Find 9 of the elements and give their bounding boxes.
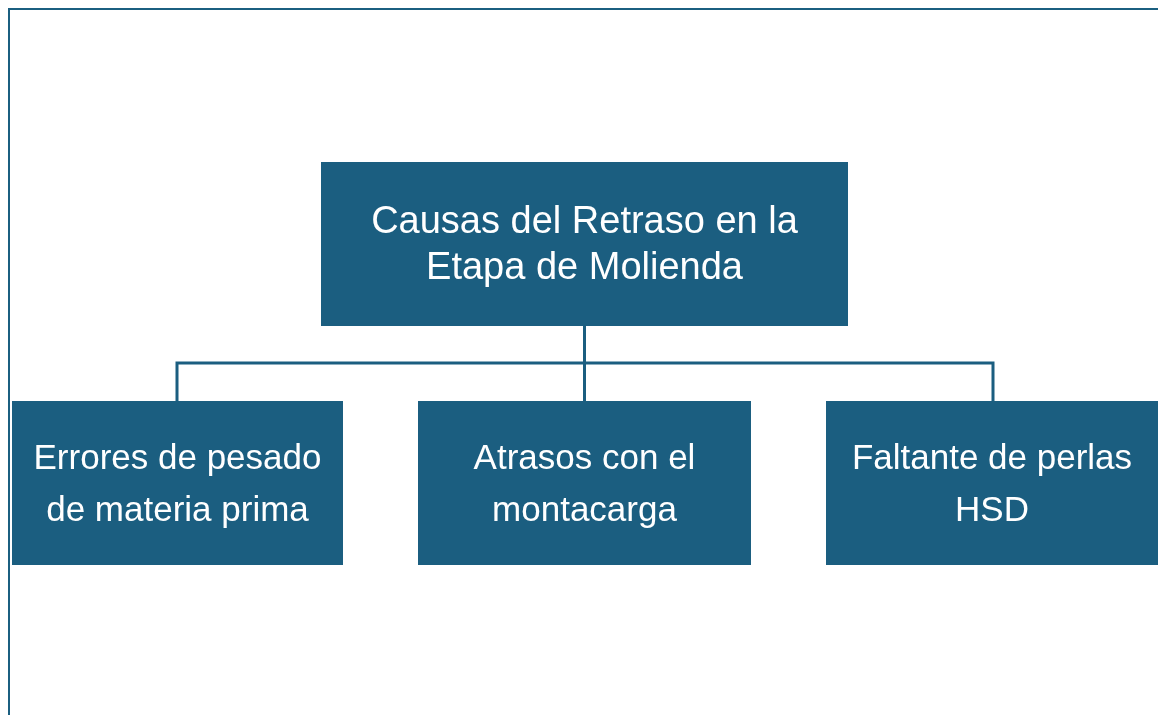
cause-label: Errores de pesado de materia prima <box>32 435 323 530</box>
cause-box <box>826 401 1158 565</box>
connector-line <box>583 326 995 401</box>
cause-label: Faltante de perlas HSD <box>850 435 1134 530</box>
cause-box <box>12 401 343 565</box>
cause-label: Atrasos con el montacarga <box>472 435 697 530</box>
root-title: Causas del Retraso en la Etapa de Molienda <box>370 198 799 289</box>
cause-box <box>418 401 751 565</box>
root-box <box>321 162 848 326</box>
